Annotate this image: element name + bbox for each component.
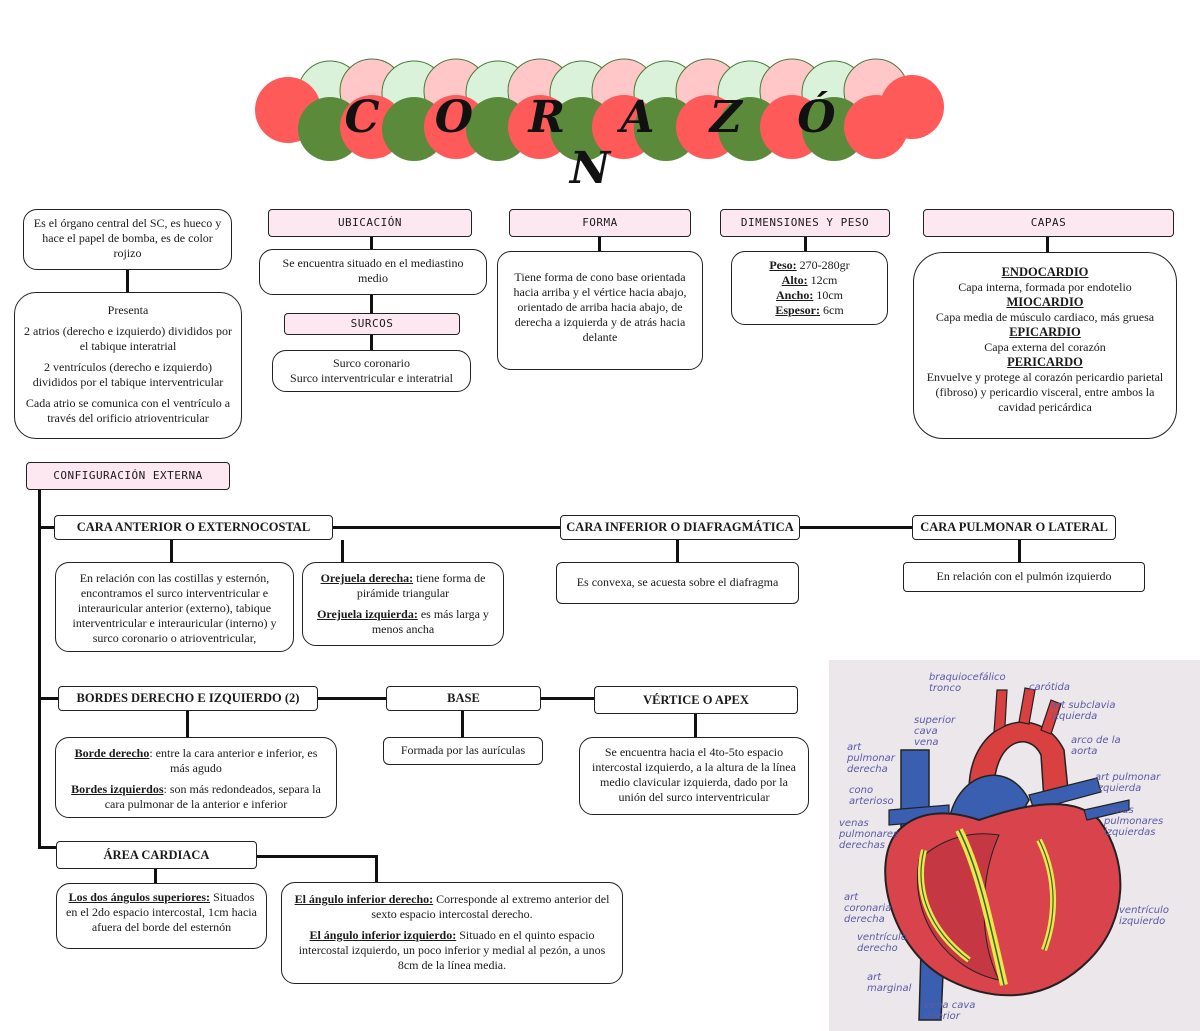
cara-anterior-header: CARA ANTERIOR O EXTERNOCOSTAL <box>54 515 333 540</box>
connector <box>676 540 679 562</box>
cara-pulmonar-header: CARA PULMONAR O LATERAL <box>912 515 1116 540</box>
connector <box>539 697 596 700</box>
intro-box: Es el órgano central del SC, es hueco y … <box>23 209 232 270</box>
surcos-line: Surco coronario <box>333 356 410 370</box>
connector <box>256 855 376 858</box>
connector <box>804 237 807 251</box>
cara-inferior-box: Es convexa, se acuesta sobre el diafragm… <box>556 562 799 604</box>
presenta-box: Presenta 2 atrios (derecho e izquierdo) … <box>14 292 242 439</box>
photo-label: braquiocefálico tronco <box>929 672 1006 694</box>
surcos-label: SURCOS <box>284 313 460 335</box>
connector <box>332 526 564 529</box>
surcos-box: Surco coronario Surco interventricular e… <box>272 350 471 392</box>
area-inferior-box: El ángulo inferior derecho: Corresponde … <box>281 882 623 984</box>
connector <box>38 846 58 849</box>
photo-label: art marginal <box>867 972 912 994</box>
orejuela-derecha: Orejuela derecha: tiene forma de pirámid… <box>320 571 486 600</box>
banner-circles <box>255 58 944 161</box>
connector <box>1046 237 1049 252</box>
cara-inferior-header: CARA INFERIOR O DIAFRAGMÁTICA <box>560 515 800 540</box>
cara-pulmonar-box: En relación con el pulmón izquierdo <box>903 562 1145 592</box>
photo-label: venas pulmonares derechas <box>839 818 899 851</box>
bordes-izquierdos: Bordes izquierdos: son más redondeados, … <box>71 782 321 811</box>
surcos-line: Surco interventricular e interatrial <box>290 371 453 385</box>
capa-desc: Capa externa del corazón <box>984 340 1106 354</box>
orejuela-izquierda: Orejuela izquierda: es más larga y menos… <box>317 607 489 636</box>
connector <box>370 335 373 350</box>
connector <box>598 237 601 251</box>
dimensiones-label: DIMENSIONES Y PESO <box>720 209 890 237</box>
connector <box>38 697 60 700</box>
config-label: CONFIGURACIÓN EXTERNA <box>26 462 230 490</box>
photo-label: ventrículo izquierdo <box>1119 905 1169 927</box>
photo-label: vena cava inferior <box>924 1000 976 1022</box>
forma-box: Tiene forma de cono base orientada hacia… <box>497 251 703 370</box>
base-header: BASE <box>386 686 541 711</box>
connector <box>316 697 388 700</box>
capa-desc: Capa interna, formada por endotelio <box>958 280 1132 294</box>
photo-label: carótida <box>1029 682 1071 693</box>
photo-label: cono arterioso <box>849 785 894 807</box>
capa-name: ENDOCARDIO <box>1001 265 1089 279</box>
connector <box>170 540 173 562</box>
dimensiones-box: Peso: 270-280gr Alto: 12cm Ancho: 10cm E… <box>731 251 888 325</box>
capa-desc: Envuelve y protege al corazón pericardio… <box>926 370 1164 414</box>
capas-box: ENDOCARDIO Capa interna, formada por end… <box>913 252 1177 439</box>
main-trunk <box>38 490 41 847</box>
angulo-inferior-izquierdo: El ángulo inferior izquierdo: Situado en… <box>298 928 606 972</box>
dim-row: Espesor: 6cm <box>775 303 844 317</box>
connector <box>461 711 464 737</box>
connector <box>375 855 378 882</box>
vertice-box: Se encuentra hacia el 4to-5to espacio in… <box>579 737 809 815</box>
orejuelas-box: Orejuela derecha: tiene forma de pirámid… <box>302 562 504 646</box>
heart-illustration <box>884 687 1130 1021</box>
page-title: C O R A Z Ó N <box>344 92 856 194</box>
photo-label: art pulmonar derecha <box>847 742 895 775</box>
connector <box>1018 540 1021 562</box>
cara-anterior-box: En relación con las costillas y esternón… <box>55 562 294 652</box>
connector <box>341 540 344 562</box>
dim-row: Ancho: 10cm <box>775 288 843 302</box>
dim-row: Peso: 270-280gr <box>769 258 850 272</box>
connector <box>694 714 697 737</box>
area-superior-box: Los dos ángulos superiores: Situados en … <box>56 883 267 949</box>
forma-label: FORMA <box>509 209 691 237</box>
photo-label: art pulmonar izquierda <box>1095 772 1161 794</box>
heart-drawing-photo: braquiocefálico tronco carótida superior… <box>829 660 1200 1031</box>
photo-label: ventrículo derecho <box>857 932 907 954</box>
bordes-header: BORDES DERECHO E IZQUIERDO (2) <box>58 686 318 711</box>
photo-label: art coronaria derecha <box>844 892 892 925</box>
area-header: ÁREA CARDIACA <box>56 841 257 869</box>
bordes-box: Borde derecho: entre la cara anterior e … <box>55 737 337 818</box>
connector <box>126 270 129 292</box>
connector <box>154 869 157 883</box>
title-banner <box>255 58 944 161</box>
photo-label: art subclavia izquierda <box>1051 700 1116 722</box>
capa-desc: Capa media de músculo cardiaco, más grue… <box>935 310 1155 324</box>
vertice-header: VÉRTICE O APEX <box>594 686 798 714</box>
photo-label: superior cava vena <box>914 715 956 748</box>
connector <box>370 295 373 313</box>
capa-name: MIOCARDIO <box>1006 295 1084 309</box>
photo-label: venas pulmonares izquierdas <box>1104 805 1164 838</box>
borde-derecho: Borde derecho: entre la cara anterior e … <box>74 746 318 775</box>
base-box: Formada por las aurículas <box>383 737 543 765</box>
ubicacion-label: UBICACIÓN <box>268 209 472 237</box>
capas-label: CAPAS <box>923 209 1174 237</box>
angulo-inferior-derecho: El ángulo inferior derecho: Corresponde … <box>294 892 610 921</box>
connector <box>186 711 189 737</box>
photo-label: arco de la aorta <box>1071 735 1121 757</box>
presenta-item: Cada atrio se comunica con el ventrículo… <box>25 396 231 425</box>
connector <box>798 526 914 529</box>
connector <box>370 237 373 249</box>
ubicacion-box: Se encuentra situado en el mediastino me… <box>259 249 487 295</box>
presenta-item: 2 atrios (derecho e izquierdo) divididos… <box>24 324 232 353</box>
presenta-item: 2 ventrículos (derecho e izquierdo) divi… <box>32 360 224 389</box>
capa-name: PERICARDO <box>1007 355 1083 369</box>
connector <box>38 526 56 529</box>
dim-row: Alto: 12cm <box>781 273 838 287</box>
presenta-heading: Presenta <box>107 303 149 317</box>
capa-name: EPICARDIO <box>1009 325 1081 339</box>
